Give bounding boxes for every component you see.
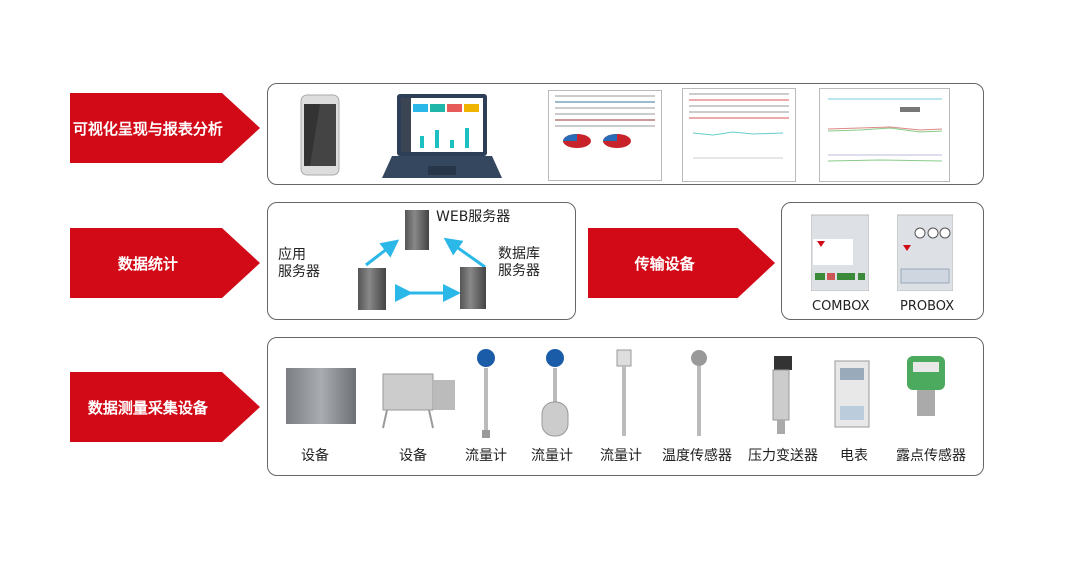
label-line: 应用	[278, 247, 306, 263]
db-server-label: 数据库服务器	[498, 246, 540, 280]
flowmeter-2-image	[541, 349, 569, 437]
chart-thumbnail	[819, 88, 950, 182]
server-panel: WEB服务器 应用服务器 数据库服务器	[267, 202, 576, 320]
transfer-panel: COMBOX PROBOX	[781, 202, 984, 320]
row-label-visualization: 可视化呈现与报表分析	[70, 93, 260, 163]
row-label-measurement: 数据测量采集设备	[70, 372, 260, 442]
device-label: 压力变送器	[748, 448, 818, 464]
visualization-panel	[267, 83, 984, 185]
blasting-machine-image	[382, 373, 455, 429]
phone-image	[300, 94, 340, 176]
device-label: 流量计	[531, 448, 573, 464]
device-label: 温度传感器	[662, 448, 732, 464]
row-label-text: 可视化呈现与报表分析	[72, 119, 223, 138]
device-label: 设备	[399, 448, 427, 464]
report-thumbnail-2	[682, 88, 796, 182]
electric-meter-image	[834, 360, 870, 428]
transfer-device-label: 传输设备	[588, 228, 775, 298]
combox-image	[811, 214, 869, 291]
row-label-text: 数据统计	[117, 254, 178, 273]
app-server-icon	[358, 268, 386, 310]
device-label: 流量计	[600, 448, 642, 464]
app-server-label: 应用服务器	[278, 247, 320, 281]
probox-image	[897, 214, 953, 291]
pressure-transmitter-image	[772, 356, 792, 434]
db-server-icon	[460, 267, 486, 309]
laptop-image	[382, 94, 502, 178]
device-label-combox: COMBOX	[812, 299, 870, 314]
dew-point-sensor-image	[907, 356, 945, 416]
device-label: 电表	[840, 448, 868, 464]
report-thumbnail-1	[548, 90, 662, 181]
web-server-icon	[405, 210, 429, 250]
label-line: 服务器	[278, 264, 320, 280]
flowmeter-3-image	[616, 349, 632, 436]
server-arrows	[365, 237, 486, 302]
flowmeter-1-image	[477, 349, 495, 438]
row-label-text: 数据测量采集设备	[87, 398, 208, 417]
device-label: 设备	[301, 448, 329, 464]
measurement-panel	[267, 337, 984, 476]
label-line: 服务器	[498, 263, 540, 279]
device-label: 流量计	[465, 448, 507, 464]
row-label-statistics: 数据统计	[70, 228, 260, 298]
device-label: 露点传感器	[896, 448, 966, 464]
row-label-text: 传输设备	[634, 254, 695, 273]
label-line: 数据库	[498, 246, 540, 262]
web-server-label: WEB服务器	[436, 209, 511, 225]
device-label-probox: PROBOX	[900, 299, 955, 314]
temperature-sensor-image	[691, 350, 707, 436]
compressor-image	[286, 368, 356, 424]
